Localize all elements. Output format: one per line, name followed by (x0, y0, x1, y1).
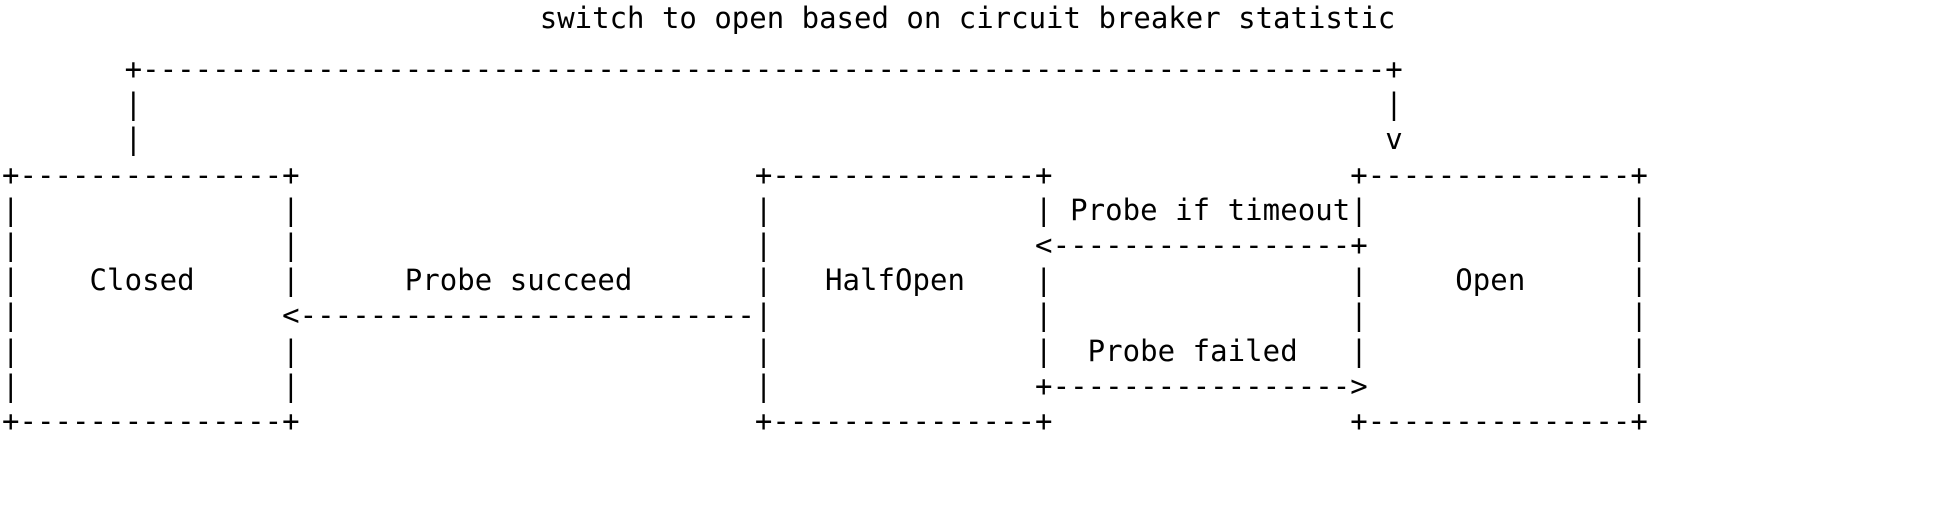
ascii-art-body: +---------------------------------------… (2, 52, 1648, 439)
diagram-title: switch to open based on circuit breaker … (539, 1, 1396, 35)
